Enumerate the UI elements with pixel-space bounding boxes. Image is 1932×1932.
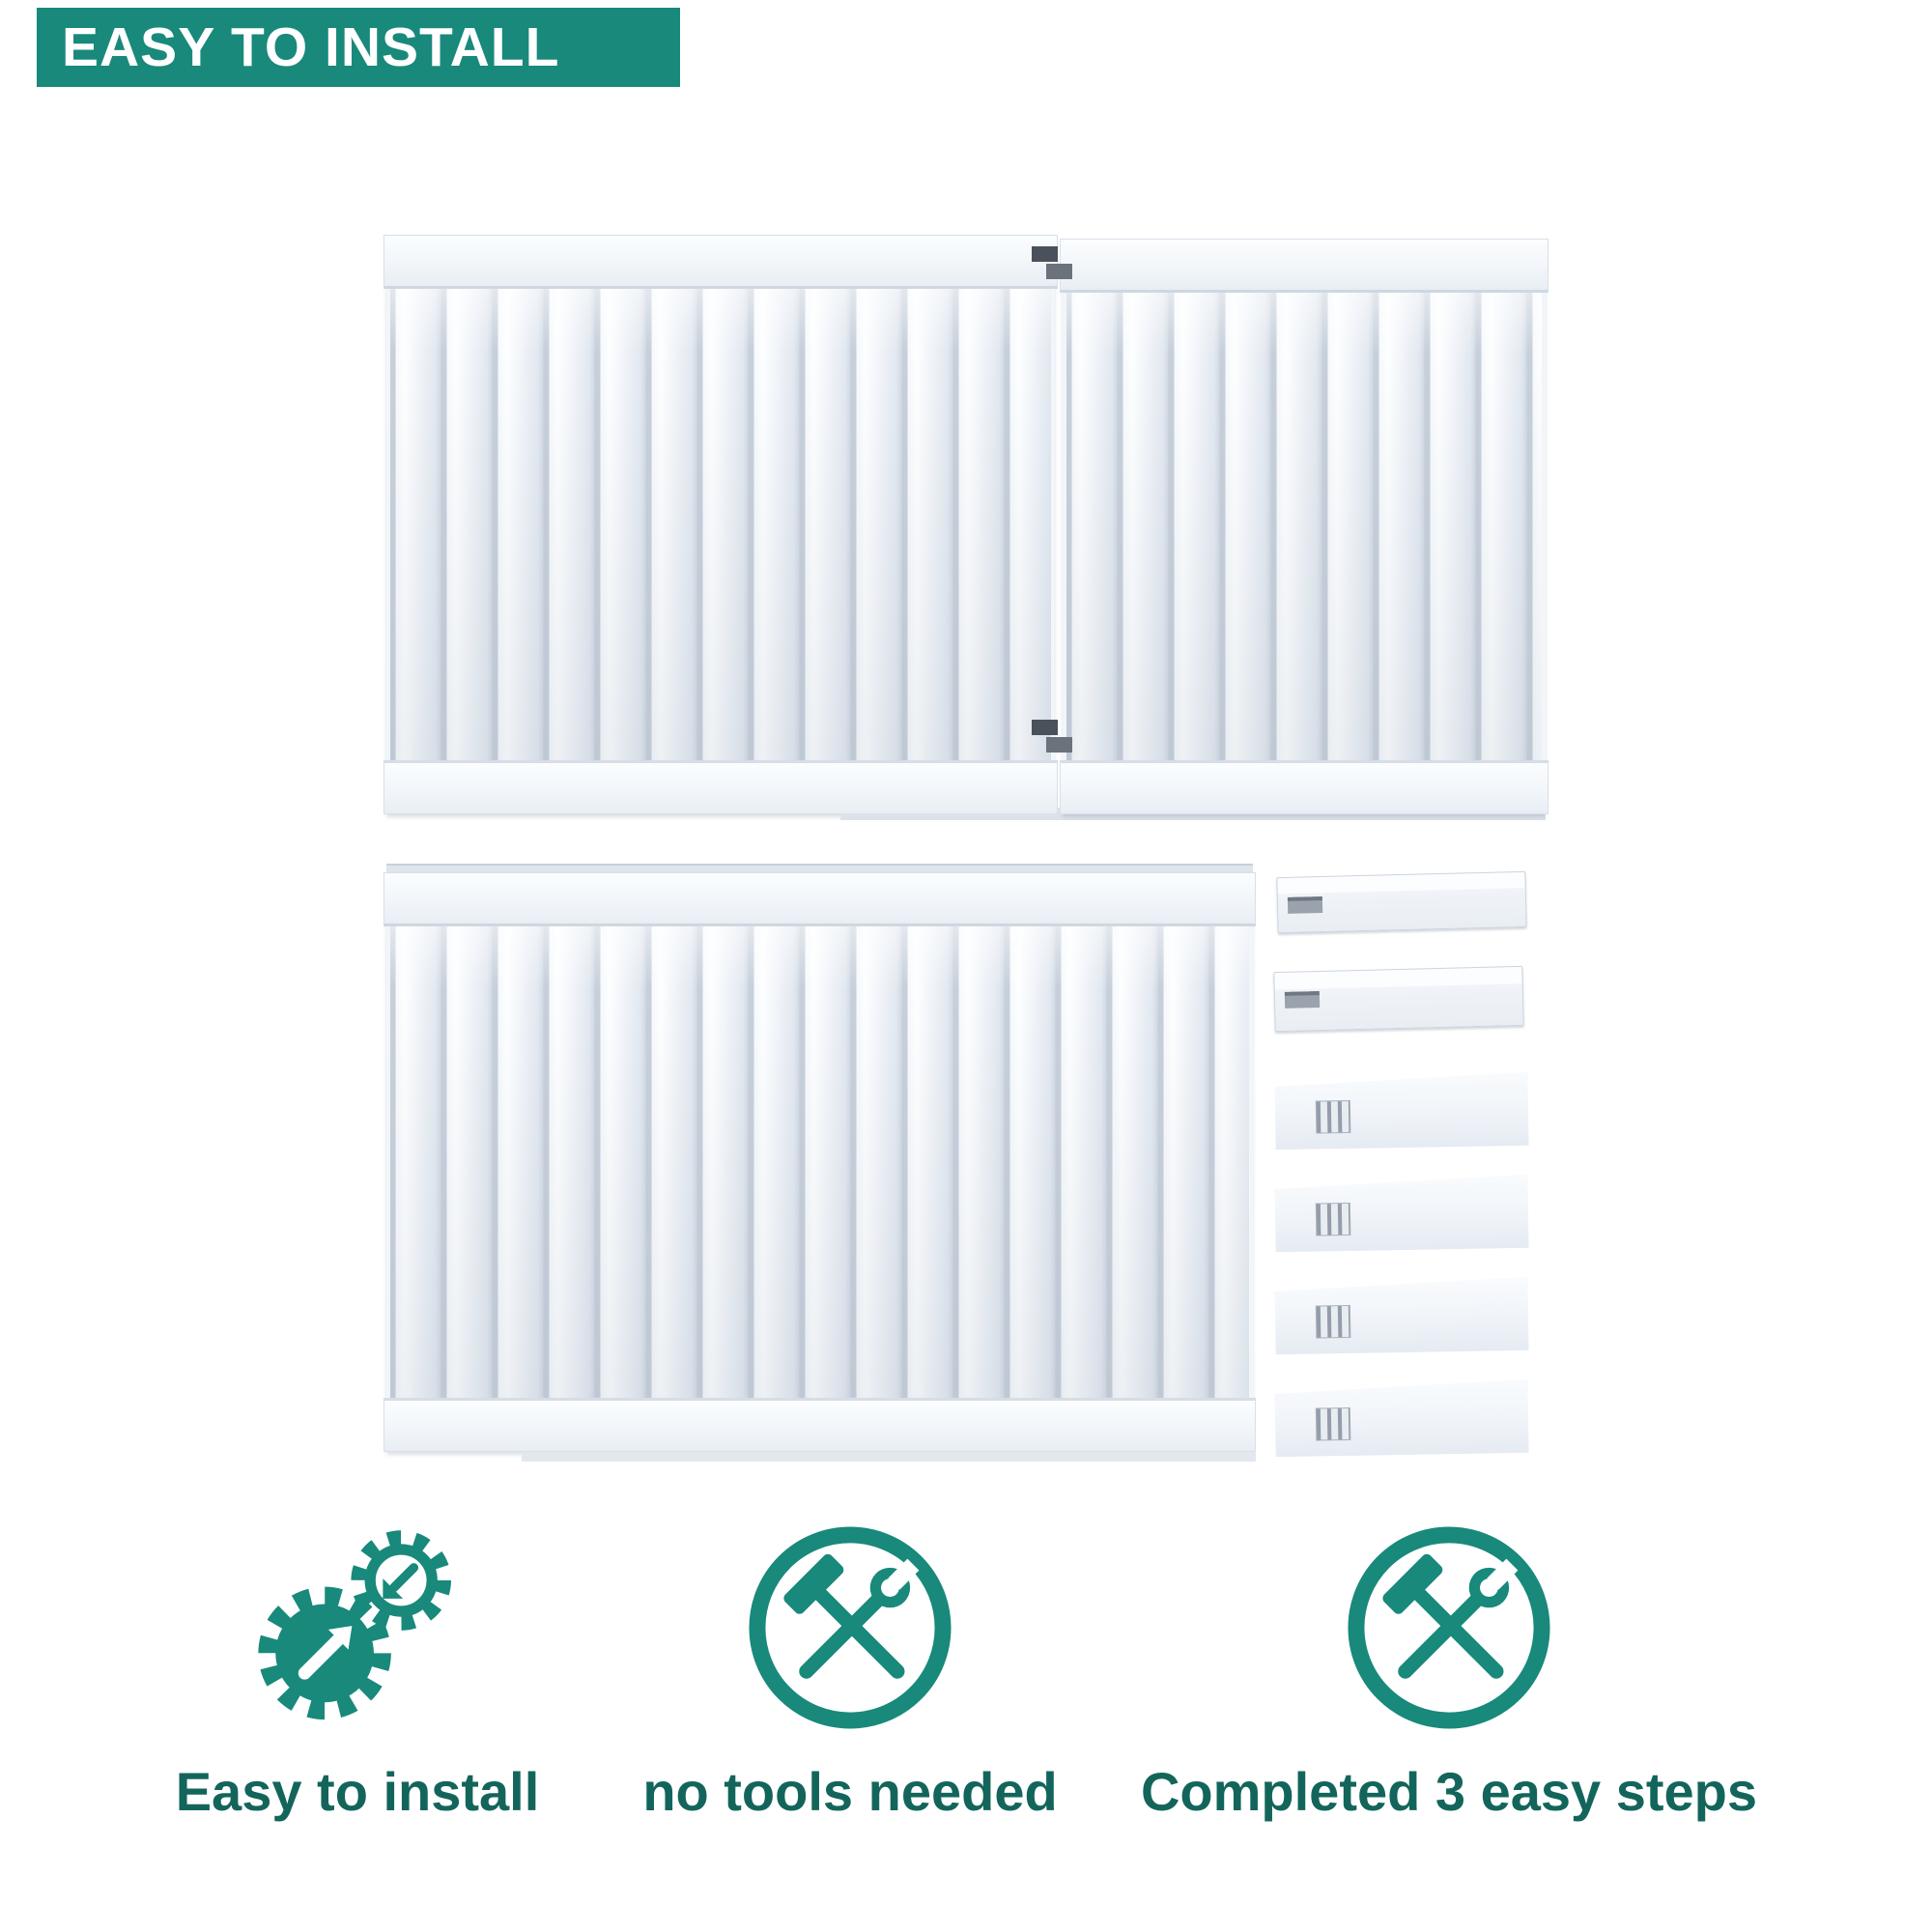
clip-grille [1316, 1203, 1351, 1236]
feature-label: no tools needed [642, 1761, 1058, 1822]
banner-label: EASY TO INSTALL [62, 16, 560, 78]
side-rail-piece [1273, 965, 1524, 1033]
panel-slats [1066, 289, 1542, 764]
hinge-connector-top [1032, 243, 1076, 286]
wedge-clip-piece [1274, 1175, 1528, 1253]
panel-slats [390, 285, 1051, 764]
wedge-clip-piece [1274, 1072, 1528, 1151]
hinge-connector-bottom [1032, 717, 1076, 759]
panel-top-rail [384, 872, 1256, 926]
rail-channel-notch [1287, 896, 1323, 914]
feature-label: Easy to install [175, 1761, 540, 1822]
panel-shadow-strip [522, 1451, 1256, 1462]
fence-panel-bottom [384, 872, 1256, 1452]
clip-grille [1316, 1407, 1351, 1441]
panel-top-rail [1060, 239, 1548, 293]
gears-arrows-icon [258, 1530, 451, 1720]
panel-bottom-rail [1060, 760, 1548, 814]
feature-label: Completed 3 easy steps [1140, 1761, 1758, 1822]
wedge-clip-piece [1274, 1379, 1528, 1458]
banner: EASY TO INSTALL [37, 8, 680, 87]
crossed-tools-icon [1348, 1526, 1550, 1729]
crossed-tools-icon [749, 1526, 952, 1729]
fence-panel-top-right [1060, 239, 1548, 814]
feature-easy-install: Easy to install [126, 1519, 589, 1823]
fence-panel-top-left [384, 235, 1058, 814]
clip-grille [1316, 1305, 1351, 1339]
panel-bottom-rail [384, 760, 1058, 814]
rail-channel-notch [1284, 991, 1321, 1009]
side-rail-piece [1276, 870, 1527, 934]
panel-slats [390, 923, 1249, 1402]
feature-no-tools: no tools needed [609, 1519, 1092, 1823]
panel-top-rail [384, 235, 1058, 289]
clip-grille [1316, 1100, 1351, 1134]
feature-three-steps: Completed 3 easy steps [1130, 1519, 1768, 1823]
panel-bottom-rail [384, 1398, 1256, 1452]
wedge-clip-piece [1274, 1277, 1528, 1355]
